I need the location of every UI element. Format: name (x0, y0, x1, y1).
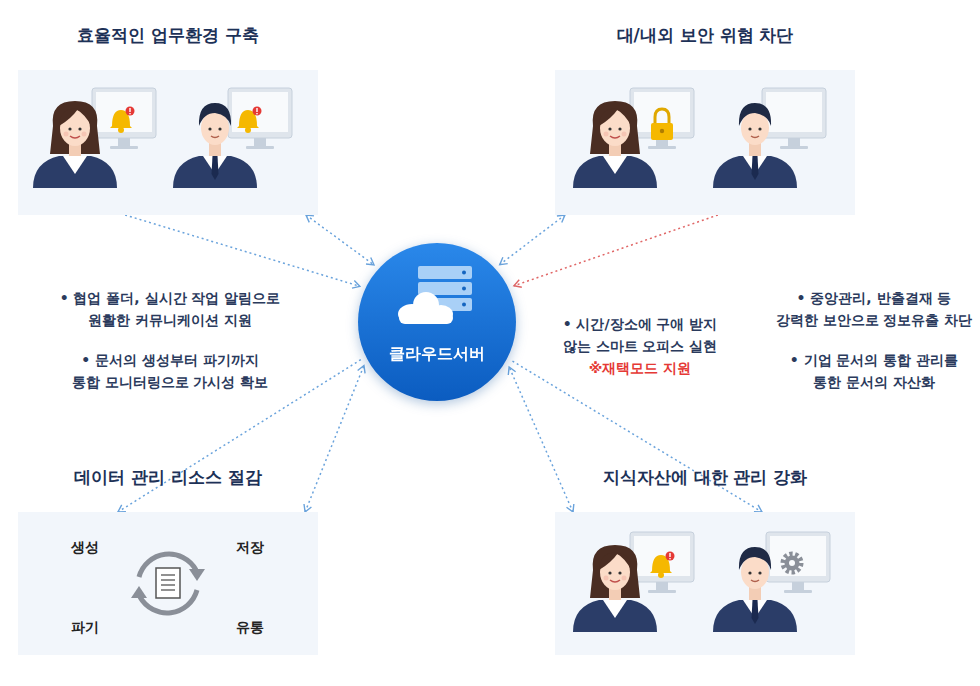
lifecycle-step: 유통 (236, 619, 264, 637)
dotted-connector (125, 215, 360, 286)
cloud-server-circle: 클라우드서버 (357, 242, 517, 402)
panel-heading: 대/내외 보안 위협 차단 (495, 24, 915, 46)
lifecycle-step: 파기 (71, 619, 99, 637)
panel-heading: 데이터 관리 리소스 절감 (0, 466, 378, 488)
panel-heading: 지식자산에 대한 관리 강화 (495, 466, 915, 488)
dotted-connector (512, 361, 762, 512)
dotted-connector (500, 215, 565, 265)
dotted-connector (509, 367, 573, 512)
note-highlight: ※재택모드 지원 (535, 357, 745, 379)
bullet-note: • 중앙관리, 반출결재 등 강력한 보안으로 정보유출 차단 (766, 287, 980, 331)
dotted-connector (305, 365, 364, 512)
bullet-note: • 문서의 생성부터 파기까지 통합 모니터링으로 가시성 확보 (45, 349, 295, 393)
benefit-panel: 효율적인 업무환경 구축 (18, 70, 318, 215)
lifecycle-step: 저장 (236, 539, 264, 557)
benefit-panel: 대/내외 보안 위협 차단 (555, 70, 855, 215)
benefit-panel: 데이터 관리 리소스 절감생성저장파기유통 (18, 512, 318, 655)
bullet-note: • 시간/장소에 구애 받지 않는 스마트 오피스 실현 (535, 313, 745, 357)
bullet-note: • 협업 폴더, 실시간 작업 알림으로 원활한 커뮤니케이션 지원 (45, 287, 295, 331)
lifecycle-step: 생성 (71, 539, 99, 557)
benefit-panel: 지식자산에 대한 관리 강화 (555, 512, 855, 655)
circle-outline (358, 243, 516, 401)
dotted-connector (306, 215, 374, 265)
circle-outline (357, 242, 517, 402)
panel-heading: 효율적인 업무환경 구축 (0, 24, 378, 46)
server-label: 클라우드서버 (357, 344, 517, 365)
dotted-connector (514, 215, 718, 286)
bullet-note: • 기업 문서의 통합 관리를 통한 문서의 자산화 (766, 349, 980, 393)
